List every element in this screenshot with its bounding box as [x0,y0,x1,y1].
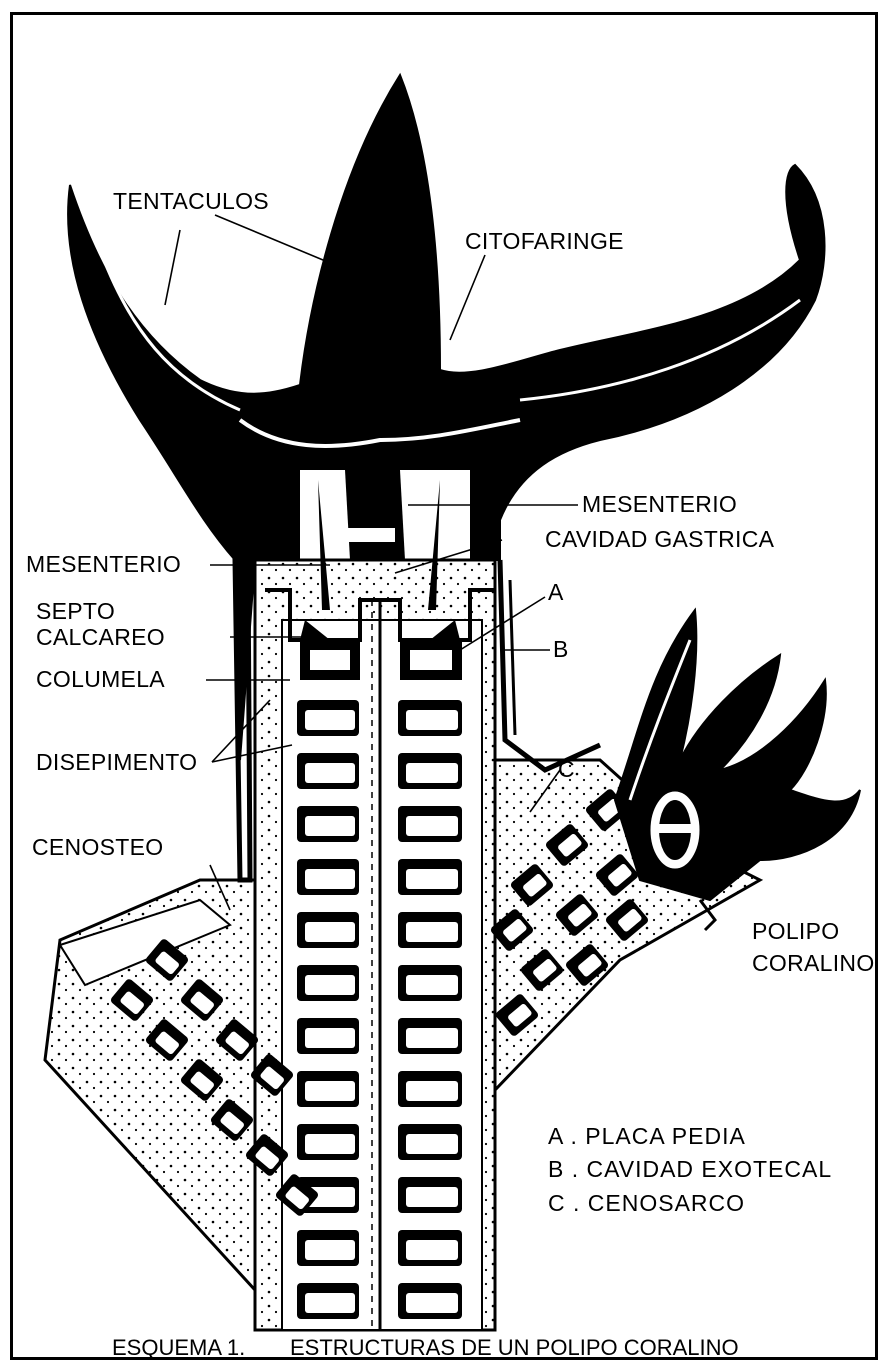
label-columela: COLUMELA [36,668,165,691]
dissepiment-cell [398,806,462,842]
dissepiment-cell [297,700,359,736]
label-c: C [558,758,575,781]
dissepiment-cell [297,1018,359,1054]
dissepiment-cell [297,965,359,1001]
dissepiment-cell [297,859,359,895]
dissepiment-cell [297,1124,359,1160]
label-mesenterio-left: MESENTERIO [26,553,181,576]
left-branch [45,880,255,1290]
label-coralino: CORALINO [752,952,875,975]
dissepiment-cell [297,1230,359,1266]
dissepiment-cell [398,965,462,1001]
label-septo: SEPTO [36,600,115,623]
label-calcareo: CALCAREO [36,626,165,649]
dissepiment-cell [398,1230,462,1266]
dissepiment-cell [398,1071,462,1107]
dissepiment-cell [297,753,359,789]
dissepiment-cell [398,1283,462,1319]
label-a: A [548,581,564,604]
label-cavidad-gastrica: CAVIDAD GASTRICA [545,528,774,551]
legend: A . PLACA PEDIA B . CAVIDAD EXOTECAL C .… [548,1120,832,1220]
dissepiment-cell [297,806,359,842]
dissepiment-cell [398,700,462,736]
label-citofaringe: CITOFARINGE [465,230,624,253]
label-disepimento: DISEPIMENTO [36,751,197,774]
label-cenosteo: CENOSTEO [32,836,163,859]
caption-number: ESQUEMA 1. [112,1335,245,1361]
caption-title: ESTRUCTURAS DE UN POLIPO CORALINO [290,1335,739,1361]
label-mesenterio-right: MESENTERIO [582,493,737,516]
dissepiment-cell [398,753,462,789]
legend-item-a: A . PLACA PEDIA [548,1120,832,1153]
dissepiment-cell [398,1124,462,1160]
label-tentaculos: TENTACULOS [113,190,269,213]
dissepiment-cell [398,1018,462,1054]
dissepiment-cell [398,912,462,948]
dissepiment-cell [297,1071,359,1107]
dissepiment-cell [297,1283,359,1319]
dissepiment-cell [297,912,359,948]
legend-item-b: B . CAVIDAD EXOTECAL [548,1153,832,1186]
dissepiment-cell [398,859,462,895]
label-b: B [553,638,569,661]
dissepiment-cell [398,1177,462,1213]
legend-item-c: C . CENOSARCO [548,1187,832,1220]
label-polipo: POLIPO [752,920,839,943]
